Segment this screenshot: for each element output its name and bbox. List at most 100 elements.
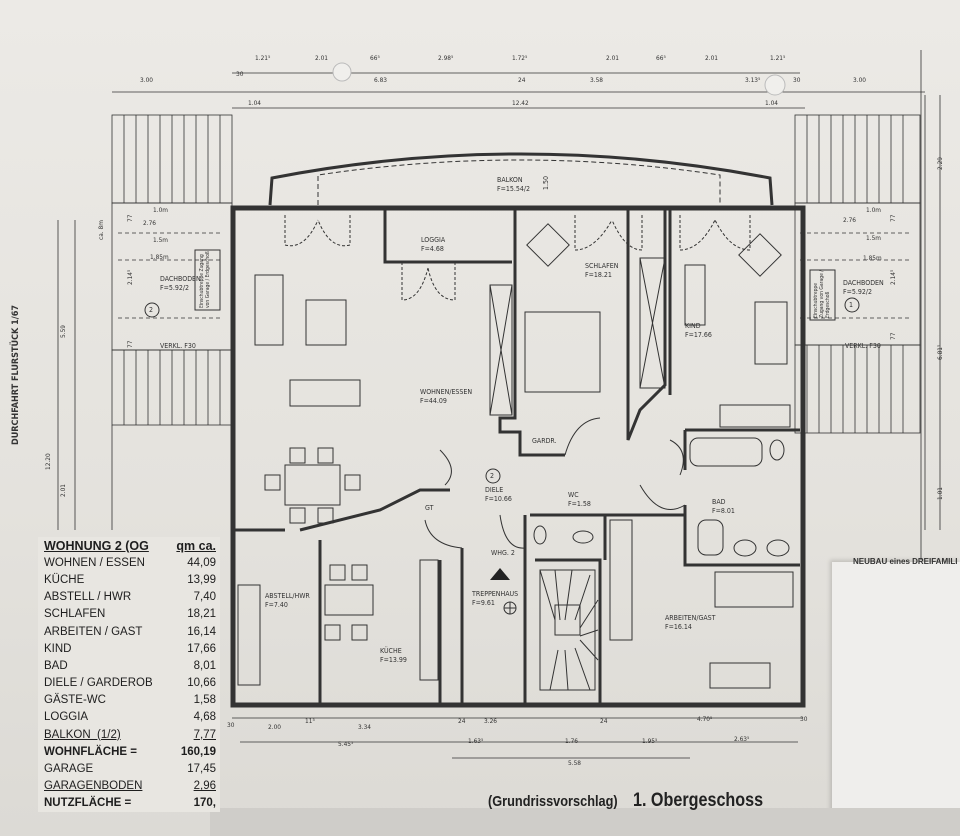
dimension-label: ca. 8m (97, 220, 105, 240)
door-swings (284, 215, 751, 301)
row-value: 13,99 (187, 573, 216, 586)
interior-walls (233, 210, 800, 705)
dimension-label: 1.85m (150, 253, 169, 261)
room-area-wohnen: F=44.09 (420, 397, 447, 405)
dimension-label: 5.59 (59, 324, 67, 338)
attic-ladder-note: Einschubtreppe Zugang von Garage / Erdge… (199, 251, 211, 308)
dimension-label: 3.00 (853, 76, 867, 84)
room-name-dachboden-right: DACHBODEN (843, 279, 884, 287)
dimension-label: 3.26 (484, 717, 498, 725)
room-area-dachboden-right: F=5.92/2 (843, 288, 873, 296)
dimension-label: 5.58 (568, 759, 582, 767)
dimension-label: 1.50 (542, 175, 550, 190)
dimension-label: 1.5m (866, 234, 881, 242)
dimension-label: 2.29 (936, 156, 944, 170)
dimension-label: 2.00 (268, 723, 282, 731)
unit-number: 2 (149, 306, 154, 314)
row-label: ABSTELL / HWR (44, 591, 132, 604)
room-name-dachboden-left: DACHBODEN (160, 275, 201, 283)
room-area-kind: F=17.66 (685, 331, 712, 339)
row-value: 44,09 (187, 556, 216, 569)
row-value: 18,21 (187, 608, 216, 621)
balcony-outline (268, 152, 774, 206)
dimension-label: 2.01 (59, 483, 67, 497)
row-value: 1,58 (193, 694, 216, 707)
room-area-abstell: F=7.40 (265, 601, 288, 609)
dimension-label: 77 (889, 214, 897, 222)
unit-label: WHG. 2 (491, 549, 515, 557)
dimension-label: 66⁵ (370, 54, 380, 62)
room-area-wc: F=1.58 (568, 500, 591, 508)
row-label: ARBEITEN / GAST (44, 625, 143, 638)
row-label: GARAGE (44, 763, 94, 776)
dimension-label: 5.45⁵ (338, 740, 354, 748)
dimension-label: 1.21⁵ (255, 54, 271, 62)
paper-edge (210, 808, 960, 836)
fire-rating-label: VERKL. F30 (160, 342, 196, 350)
dimension-label: 1.85m (863, 254, 882, 262)
furniture (237, 223, 794, 691)
room-name-kind: KIND (685, 322, 701, 330)
dimension-label: 3.58 (590, 76, 604, 84)
dimension-label: 2.01 (606, 54, 620, 62)
dimension-label: 2.01 (705, 54, 719, 62)
dimension-label: 2.76 (843, 216, 857, 224)
table-row: BALKON (1/2)7,77 (38, 726, 220, 743)
entrance-arrow-icon (490, 568, 510, 580)
dimension-label: 4.70⁵ (697, 715, 713, 723)
room-name-bad: BAD (712, 498, 726, 506)
table-unit: qm ca. (176, 538, 216, 553)
dimension-label: 1.5m (153, 236, 168, 244)
dimension-label: 2.98⁵ (438, 54, 454, 62)
dimension-label: 30 (800, 715, 808, 723)
attic-ladder-note: Einschubtreppe Zugang von Garage / Erdge… (813, 270, 831, 318)
dimension-label: 30 (227, 721, 235, 729)
side-label: DURCHFAHRT FLURSTÜCK 1/67 (11, 305, 21, 445)
dimension-label: 2.01 (315, 54, 329, 62)
dimension-label: 77 (126, 340, 134, 348)
table-total-nutzflaeche: NUTZFLÄCHE =170, (38, 795, 220, 812)
room-area-treppenhaus: F=9.61 (472, 599, 495, 607)
row-label: NUTZFLÄCHE = (44, 797, 132, 810)
dimension-label: 11⁵ (305, 717, 315, 725)
dimension-label: 12.42 (512, 99, 529, 107)
dimension-label: 2.14⁵ (889, 269, 897, 285)
dimension-label: 1.0m (866, 206, 881, 214)
room-name-arbeiten: ARBEITEN/GAST (665, 614, 716, 622)
dimension-label: 1.01 (936, 486, 944, 500)
room-area-loggia: F=4.68 (421, 245, 444, 253)
row-value: 4,68 (193, 711, 216, 724)
table-row: ARBEITEN / GAST 16,14 (38, 623, 220, 640)
room-name-wc: WC (568, 491, 579, 499)
room-name-schlafen: SCHLAFEN (585, 262, 619, 270)
row-value: 10,66 (187, 677, 216, 690)
room-name-wohnen: WOHNEN/ESSEN (420, 388, 473, 396)
dimension-label: 66⁵ (656, 54, 666, 62)
door-arcs (424, 417, 686, 549)
dimension-label: 3.00 (140, 76, 154, 84)
room-area-diele: F=10.66 (485, 495, 512, 503)
dimension-label: 2.14⁵ (126, 269, 134, 285)
room-area-schlafen: F=18.21 (585, 271, 612, 279)
row-label: WOHNFLÄCHE = (44, 745, 137, 758)
plan-title: (Grundrissvorschlag)1. Obergeschoss (488, 790, 763, 812)
row-value: 2,96 (193, 780, 216, 793)
unit-number: 2 (490, 472, 495, 480)
row-value: 16,14 (187, 625, 216, 638)
room-name-loggia: LOGGIA (421, 236, 446, 244)
plan-subtitle: (Grundrissvorschlag) (488, 793, 618, 810)
dimension-label: 1.04 (765, 99, 779, 107)
dimension-label: 24 (458, 717, 466, 725)
row-value: 8,01 (193, 659, 216, 672)
